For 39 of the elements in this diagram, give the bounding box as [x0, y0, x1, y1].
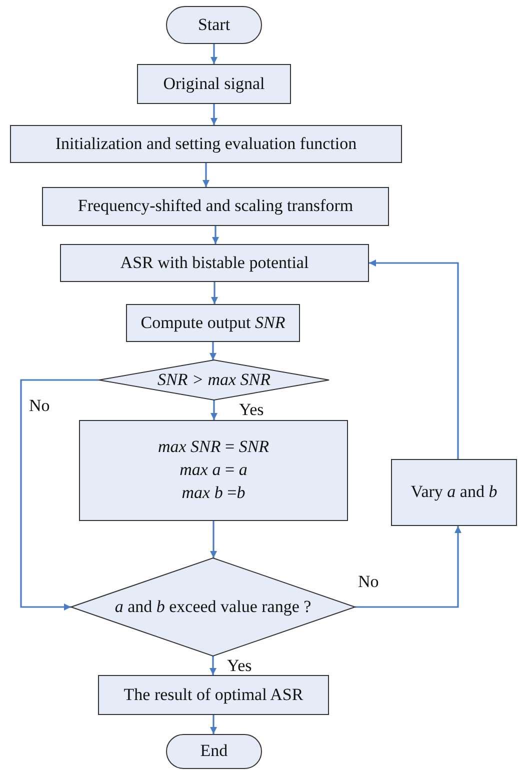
process-box [98, 675, 329, 715]
arrow [210, 342, 216, 360]
process-box [60, 244, 369, 282]
process-box [10, 125, 402, 163]
arrow [210, 400, 218, 420]
terminal-shape [166, 734, 262, 769]
arrow [211, 282, 218, 304]
process-box [126, 304, 300, 342]
node-text: SNR > max SNR [158, 368, 270, 391]
node-text: End [200, 740, 228, 762]
node-text: max b =b [182, 482, 246, 504]
node-text: The result of optimal ASR [124, 684, 304, 706]
node-text: Compute output SNR [140, 312, 286, 334]
node-text: Vary a and b [410, 481, 498, 504]
arrow [210, 656, 216, 675]
process-box [137, 64, 291, 104]
process-box [42, 187, 389, 226]
node-text: ASR with bistable potential [120, 252, 309, 274]
decision-diamond [99, 360, 329, 400]
node-text: max SNR = SNR [158, 436, 270, 458]
arrow [210, 44, 218, 64]
node-text: Frequency-shifted and scaling transform [78, 195, 354, 218]
arrow [210, 715, 217, 734]
process-box [79, 420, 348, 521]
terminal-shape [166, 6, 262, 44]
arrow [369, 260, 459, 459]
arrow [210, 521, 217, 558]
node-text: Original signal [163, 72, 265, 95]
node-text: Start [198, 14, 230, 36]
node-text: a and b exceed value range ? [114, 596, 312, 618]
arrow [210, 104, 218, 125]
node-text: max a = a [180, 459, 248, 482]
decision-diamond [71, 558, 355, 656]
arrow [20, 379, 99, 610]
node-text: Initialization and setting evaluation function [55, 132, 357, 155]
arrow [355, 526, 462, 608]
arrow [202, 163, 210, 187]
arrow [212, 226, 219, 244]
process-box [391, 459, 517, 526]
